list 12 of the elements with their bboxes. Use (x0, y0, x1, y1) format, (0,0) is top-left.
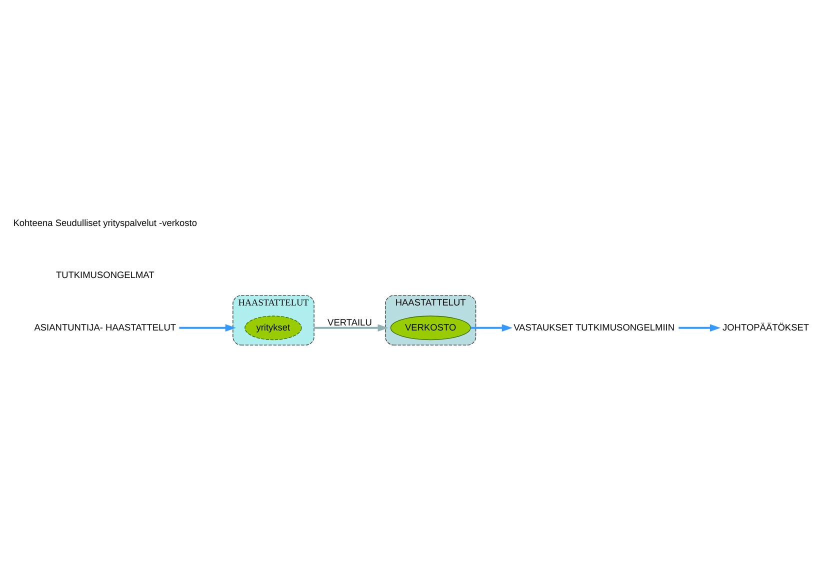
arrow (179, 324, 236, 332)
label: Kohteena Seudulliset yrityspalvelut -verkosto (13, 217, 197, 228)
node-ellipse: VERKOSTO (390, 315, 471, 340)
node-text: ASIANTUNTIJA- HAASTATTELUT (34, 322, 176, 332)
arrow (470, 324, 512, 332)
node-ellipse: yritykset (244, 315, 302, 340)
arrow (314, 324, 388, 332)
node-text: VASTAUKSET TUTKIMUSONGELMIIN (514, 322, 675, 332)
node-text: JOHTOPÄÄTÖKSET (722, 322, 810, 332)
arrow (678, 324, 721, 332)
edge-label: VERTAILU (328, 316, 372, 327)
label: TUTKIMUSONGELMAT (56, 270, 154, 280)
